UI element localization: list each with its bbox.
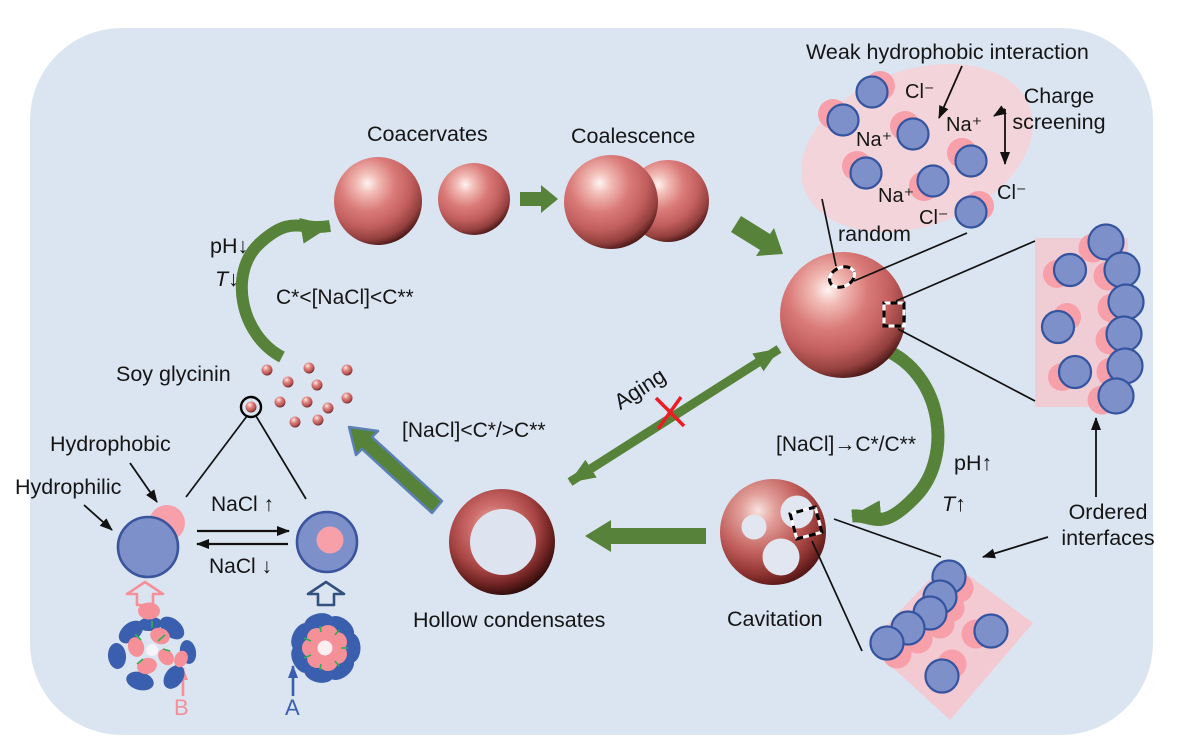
- ion-na-left: Na⁺: [856, 129, 893, 151]
- glycinin-molecule-high-salt: [295, 510, 359, 574]
- t-up-letter: T: [942, 492, 956, 516]
- arrow-glycinin-to-coacervates: [235, 217, 331, 363]
- nacl-down-label: NaCl ↓: [209, 555, 273, 578]
- ordered-interface-diamond: [868, 559, 1033, 720]
- arrow-cavitation-to-hollow: [585, 520, 706, 552]
- hydrophilic-label: Hydrophilic: [15, 475, 122, 499]
- cavitation-label: Cavitation: [727, 607, 823, 631]
- coalescence-label: Coalescence: [571, 124, 696, 148]
- arrow-hollow-to-glycinin: [347, 425, 444, 515]
- ion-na-bottom: Na⁺: [878, 185, 915, 207]
- c-window-label: C*<[NaCl]<C**: [276, 286, 414, 309]
- t-up-arrow: ↑: [955, 492, 966, 516]
- ordered-interfaces-label: Ordered interfaces: [1061, 500, 1155, 550]
- up-arrow-from-a-cluster: [306, 580, 346, 607]
- t-up-label: T↑: [942, 492, 966, 518]
- charge-screening-label: Charge screening: [1012, 84, 1106, 134]
- buried-hydrophobic-core: [316, 526, 344, 554]
- subunit-b-label: B: [174, 695, 189, 720]
- ion-cl-top: Cl⁻: [905, 81, 935, 103]
- connector-lines: [185, 198, 1036, 652]
- coacervate-sphere-2: [438, 163, 510, 235]
- ordered-interface-panel: [1035, 223, 1145, 415]
- ph-down-label: pH↓: [210, 234, 249, 258]
- zoom-marker-cavity: [788, 505, 824, 541]
- salt-screening-ellipse: [801, 63, 1033, 233]
- glycinin-molecule-low-salt: [116, 505, 185, 579]
- annotation-arrows: [83, 65, 1101, 559]
- coacervate-sphere-1: [334, 157, 422, 245]
- dense-phase-sphere: [780, 252, 906, 378]
- random-label: random: [838, 222, 911, 246]
- arrow-sphere-to-cavitation: [851, 346, 945, 527]
- hollow-condensates-label: Hollow condensates: [413, 608, 606, 632]
- nacl-outside-window-label: [NaCl]<C*/>C**: [402, 419, 546, 442]
- t-down-arrow: ↓: [228, 267, 239, 291]
- nacl-up-label: NaCl ↑: [211, 493, 275, 516]
- soy-glycinin-label: Soy glycinin: [116, 362, 231, 386]
- arrow-coacervates-to-coalescence: [520, 185, 558, 213]
- hollow-condensate: [449, 489, 555, 595]
- zoom-marker-random: [828, 265, 856, 289]
- highlighted-glycinin-dot: [239, 395, 263, 419]
- ph-up-label: pH↑: [954, 451, 993, 475]
- nacl-to-window-label: [NaCl]→C*/C**: [776, 433, 917, 456]
- hexamer-a-cluster: [291, 613, 361, 683]
- coacervates-label: Coacervates: [367, 122, 488, 146]
- hydrophobic-label: Hydrophobic: [50, 432, 171, 456]
- ion-cl-bottom: Cl⁻: [919, 207, 949, 229]
- zoom-marker-interface: [882, 301, 906, 328]
- cavitation-sphere: [720, 479, 826, 585]
- aging-blocked-x: [654, 395, 686, 431]
- weak-hydrophobic-label: Weak hydrophobic interaction: [806, 40, 1089, 64]
- subunit-a-label: A: [285, 695, 300, 720]
- t-down-letter: T: [215, 267, 229, 291]
- arrow-coalescence-to-dense-sphere: [731, 216, 783, 256]
- ion-na-right: Na⁺: [946, 114, 983, 136]
- soy-glycinin-dots: [239, 362, 353, 428]
- coalescence-spheres: [564, 155, 709, 249]
- hexamer-b-cluster: [107, 602, 197, 691]
- t-down-label: T↓: [215, 267, 239, 293]
- nacl-equilibrium-arrows: [196, 526, 290, 549]
- ion-cl-right: Cl⁻: [997, 182, 1027, 204]
